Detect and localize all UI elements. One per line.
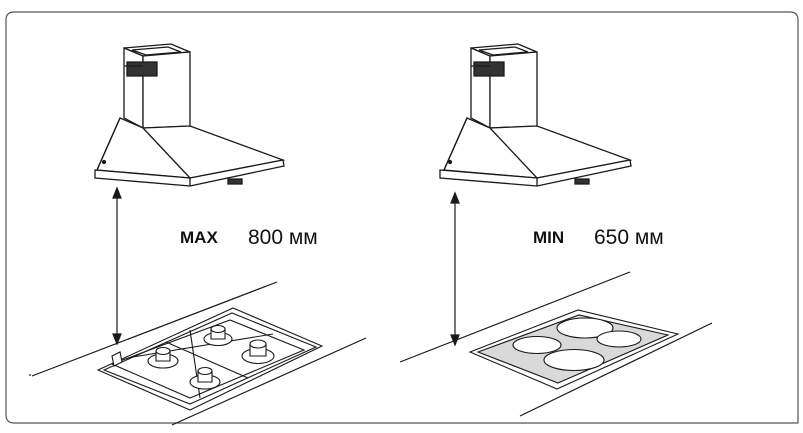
right-height-arrow-icon <box>451 193 459 345</box>
left-height-arrow-icon <box>113 188 121 344</box>
right-countertop <box>400 272 712 416</box>
min-label: MIN <box>533 228 565 247</box>
frame <box>6 12 798 423</box>
right-chimney-hood-icon <box>440 44 631 186</box>
min-distance-value: 650 мм <box>594 226 664 249</box>
gas-hob-icon <box>98 308 322 410</box>
electric-hob-icon <box>470 310 678 389</box>
max-label: MAX <box>180 228 218 247</box>
max-distance-value: 800 мм <box>248 226 318 249</box>
left-chimney-hood-icon <box>95 44 284 186</box>
left-countertop <box>30 282 366 425</box>
